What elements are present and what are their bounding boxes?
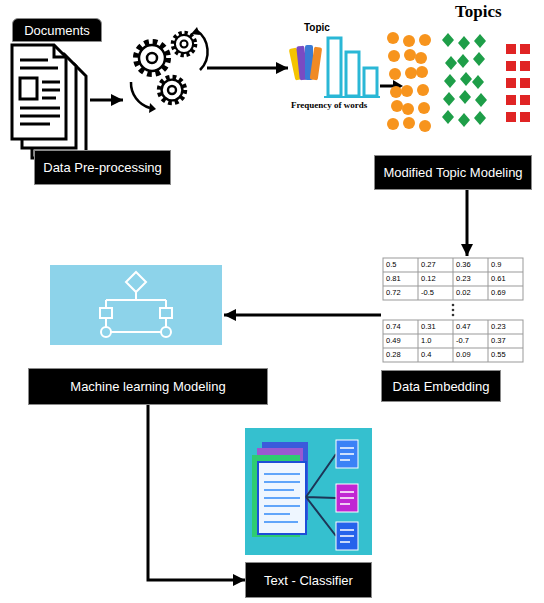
cluster-dot (520, 95, 530, 105)
table-cell: 0.27 (418, 258, 453, 272)
box-label: Modified Topic Modeling (383, 165, 522, 180)
cluster-dot (390, 86, 402, 98)
table-cell: 0.09 (453, 348, 488, 362)
cluster-dot (506, 112, 516, 122)
cluster-dot (442, 110, 454, 124)
cluster-dot (520, 61, 530, 71)
text-label: Topic (304, 22, 330, 33)
cluster-dot (473, 52, 485, 66)
box-label: Data Pre-processing (43, 160, 162, 175)
flow-arrow (90, 99, 123, 102)
flow-arrow (466, 190, 469, 256)
cluster-dot (388, 50, 400, 62)
process-label-box: Modified Topic Modeling (374, 155, 532, 190)
cluster-dot (404, 49, 416, 61)
cluster-dot (402, 103, 414, 115)
box-label: Documents (24, 23, 90, 38)
cluster-dot (419, 120, 431, 132)
table-cell: 0.28 (383, 348, 418, 362)
gears-icon (125, 27, 208, 116)
table-cell: 0.12 (418, 272, 453, 286)
cluster-dot (416, 66, 428, 78)
flow-arrow (207, 67, 288, 70)
table-cell: 0.23 (453, 272, 488, 286)
cluster-dot (458, 113, 470, 127)
cluster-dot (444, 74, 456, 88)
cluster-dot (506, 78, 516, 88)
process-label-box: Machine learning Modeling (28, 368, 268, 405)
cluster-dot (418, 102, 430, 114)
table-cell: 1.0 (418, 334, 453, 348)
text-label: Frequency of words (291, 100, 367, 110)
table-cell: 0.31 (418, 320, 453, 334)
table-cell: -0.7 (453, 334, 488, 348)
cluster-dot (457, 54, 469, 68)
cluster-dot (419, 34, 431, 46)
process-label-box: Data Pre-processing (34, 150, 171, 185)
table-cell: 0.9 (488, 258, 523, 272)
process-label-box: Text - Classifier (245, 562, 372, 598)
embedding-table (383, 258, 523, 362)
table-cell: 0.72 (383, 286, 418, 300)
table-cell: -0.5 (418, 286, 453, 300)
document-icon (12, 45, 88, 159)
table-cell: 0.23 (488, 320, 523, 334)
cluster-dot (443, 92, 455, 106)
table-cell: 0.55 (488, 348, 523, 362)
table-cell: 0.47 (453, 320, 488, 334)
cluster-dot (442, 33, 454, 47)
table-cell: 0.36 (453, 258, 488, 272)
table-cell: 0.74 (383, 320, 418, 334)
cluster-dot (520, 44, 530, 54)
topic-clusters (387, 32, 530, 132)
table-cell: 0.02 (453, 286, 488, 300)
cluster-dot (405, 67, 417, 79)
cluster-dot (460, 72, 472, 86)
table-cell: 0.69 (488, 286, 523, 300)
cluster-dot (520, 78, 530, 88)
table-cell: 0.49 (383, 334, 418, 348)
box-label: Text - Classifier (264, 573, 353, 588)
cluster-dot (403, 117, 415, 129)
cluster-dot (506, 44, 516, 54)
cluster-dot (387, 118, 399, 130)
table-cell: 0.5 (383, 258, 418, 272)
topic-frequency-chart (289, 25, 380, 113)
cluster-dot (474, 34, 486, 48)
text-label: Topics (455, 2, 502, 22)
classifier-icon (245, 428, 372, 555)
cluster-dot (391, 100, 403, 112)
cluster-dot (417, 84, 429, 96)
ml-model-icon (50, 265, 222, 345)
cluster-dot (475, 93, 487, 107)
process-label-box: Data Embedding (381, 370, 501, 402)
table-cell: 0.61 (488, 272, 523, 286)
cluster-dot (506, 95, 516, 105)
table-cell: 0.4 (418, 348, 453, 362)
table-cell: 0.37 (488, 334, 523, 348)
cluster-dot (474, 111, 486, 125)
cluster-dot (387, 32, 399, 44)
cluster-dot (389, 68, 401, 80)
cluster-dot (472, 75, 484, 89)
cluster-dot (401, 85, 413, 97)
cluster-dot (445, 56, 457, 70)
flow-arrow (148, 405, 245, 580)
table-cell: 0.81 (383, 272, 418, 286)
box-label: Data Embedding (393, 379, 490, 394)
cluster-dot (415, 52, 427, 64)
cluster-dot (458, 36, 470, 50)
process-label-box: Documents (12, 18, 102, 42)
cluster-dot (459, 90, 471, 104)
box-label: Machine learning Modeling (70, 379, 225, 394)
cluster-dot (506, 61, 516, 71)
cluster-dot (403, 35, 415, 47)
flow-arrow (224, 314, 381, 317)
cluster-dot (520, 112, 530, 122)
